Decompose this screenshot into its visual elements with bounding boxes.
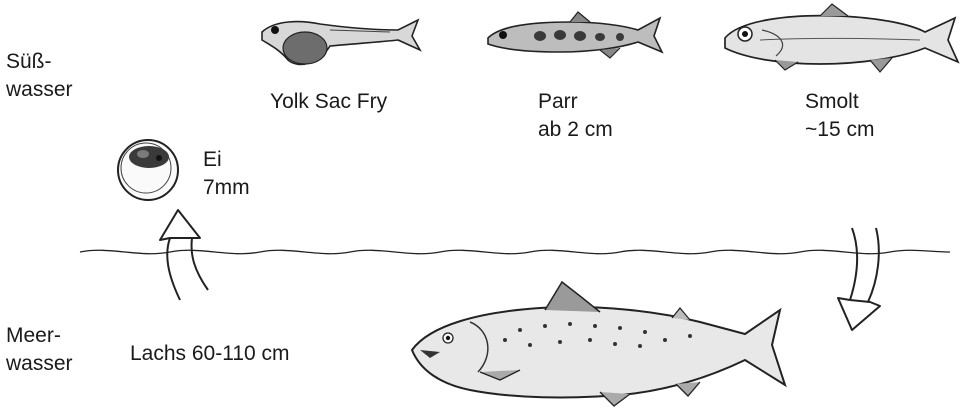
smolt-label: Smolt — [805, 88, 859, 116]
parr-illustration — [488, 12, 662, 58]
yolk-sac-fry-illustration — [262, 20, 420, 64]
adult-salmon-label: Lachs 60-110 cm — [130, 340, 290, 368]
smolt-illustration — [725, 4, 958, 72]
parr-label: Parr — [538, 88, 578, 116]
smolt-size-label: ~15 cm — [805, 116, 874, 144]
yolk-sac-fry-label: Yolk Sac Fry — [270, 88, 387, 116]
sea-label-line2: wasser — [6, 350, 73, 378]
freshwater-label-line2: wasser — [6, 76, 73, 104]
sea-label-line1: Meer- — [6, 322, 61, 350]
downward-migration-arrow — [838, 228, 880, 330]
egg-size-label: 7mm — [203, 174, 250, 202]
water-surface-line — [80, 250, 950, 254]
freshwater-label-line1: Süß- — [6, 48, 52, 76]
adult-salmon-illustration — [412, 282, 785, 406]
egg-icon — [118, 140, 178, 200]
upward-migration-arrow — [160, 210, 208, 300]
parr-size-label: ab 2 cm — [538, 116, 613, 144]
egg-label: Ei — [203, 146, 222, 174]
